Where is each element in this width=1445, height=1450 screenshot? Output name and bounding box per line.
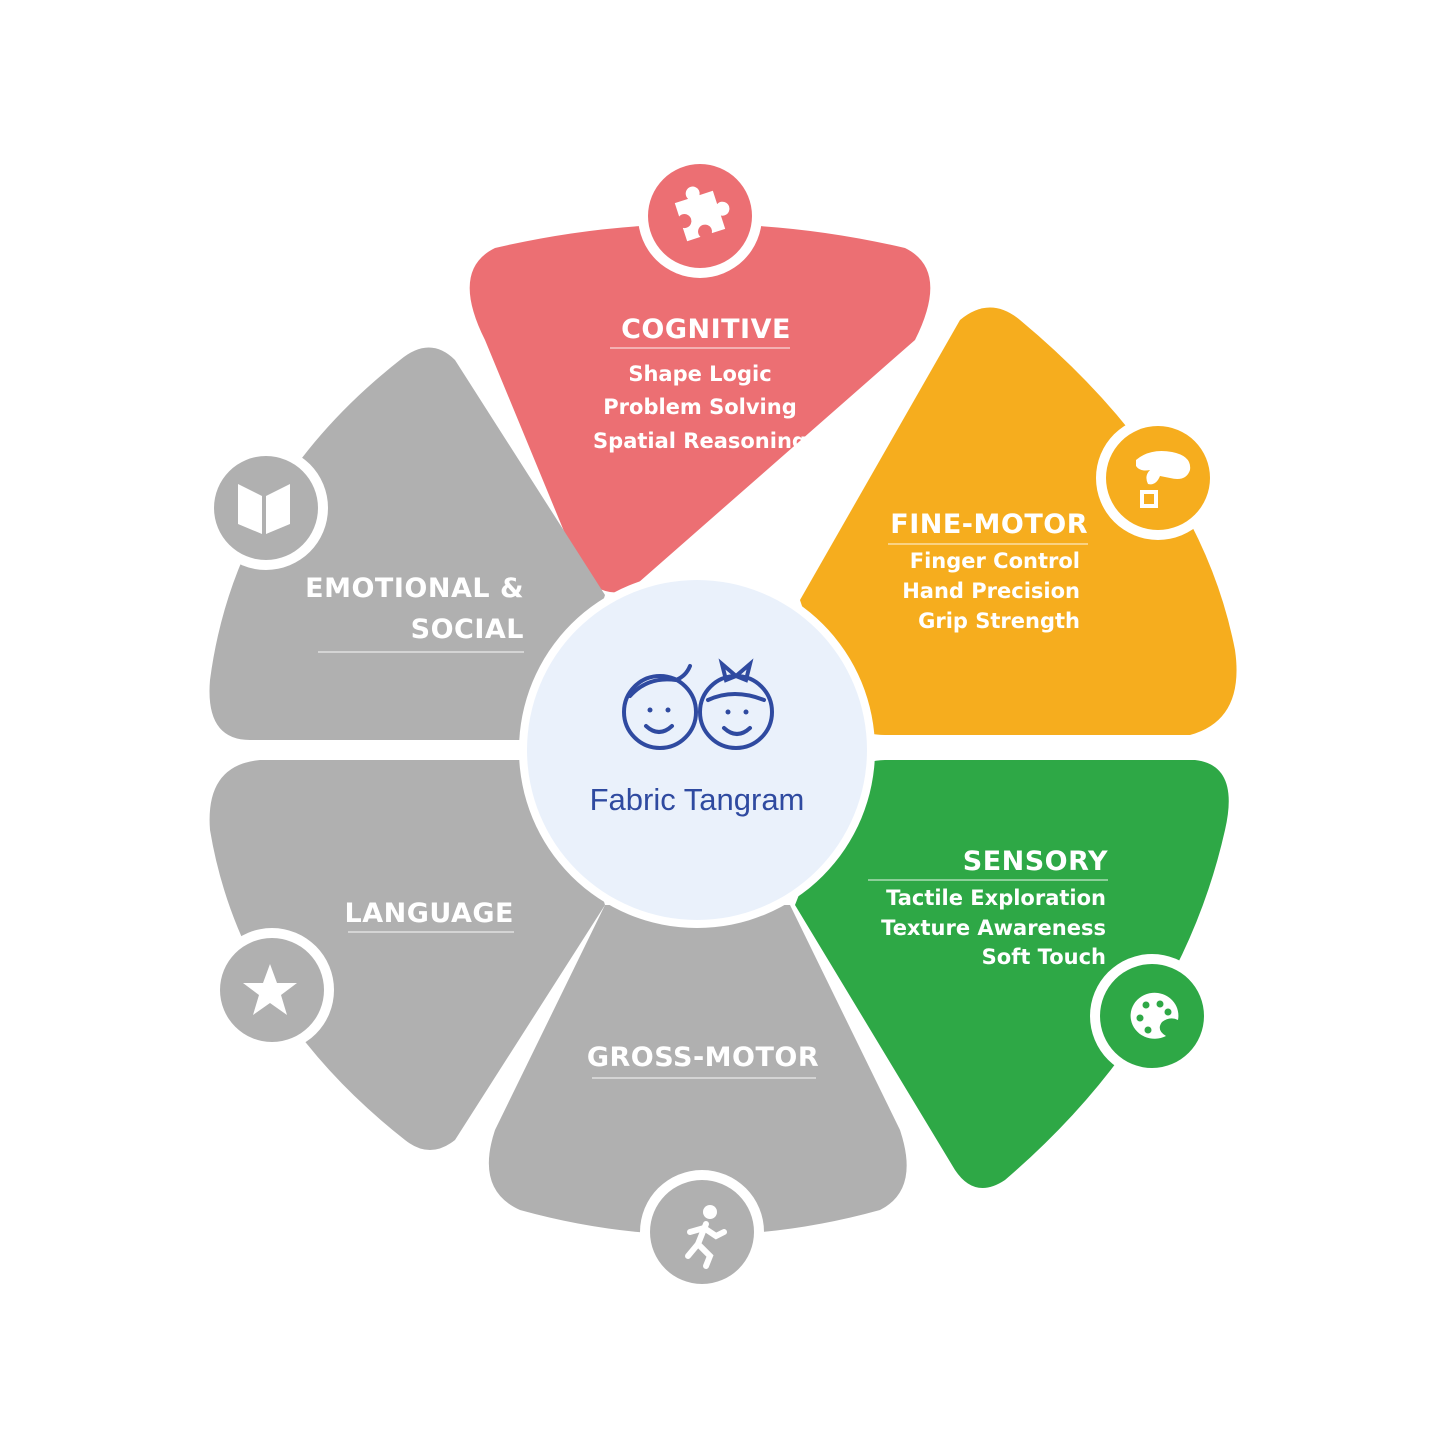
cognitive-title: COGNITIVE <box>621 314 791 345</box>
kids-faces-icon <box>622 658 774 750</box>
language-title: LANGUAGE <box>345 898 514 929</box>
segment-fine-motor[interactable]: FINE-MOTOR Finger Control Hand Precision… <box>800 307 1237 736</box>
gross-motor-title: GROSS-MOTOR <box>587 1042 819 1073</box>
puzzle-piece-icon <box>674 186 730 242</box>
sensory-item-3: Soft Touch <box>982 945 1106 969</box>
language-icon-badge[interactable] <box>210 928 334 1052</box>
segment-cognitive-shape <box>469 224 931 593</box>
hand-picking-block-icon <box>1136 451 1191 508</box>
gross-motor-icon-badge[interactable] <box>640 1170 764 1294</box>
sensory-title: SENSORY <box>963 846 1108 877</box>
segment-emotional-social[interactable]: EMOTIONAL & SOCIAL <box>204 347 605 741</box>
segment-gross-motor-shape <box>488 905 907 1235</box>
center-hub[interactable]: Fabric Tangram <box>519 572 875 928</box>
fine-motor-item-2: Hand Precision <box>902 579 1080 603</box>
cognitive-item-3: Spatial Reasoning <box>593 429 807 453</box>
segment-cognitive[interactable]: COGNITIVE Shape Logic Problem Solving Sp… <box>469 154 931 593</box>
cognitive-item-2: Problem Solving <box>603 395 796 419</box>
segment-language[interactable]: LANGUAGE <box>209 760 606 1150</box>
emotional-social-title-line2: SOCIAL <box>411 614 524 645</box>
open-book-icon <box>238 484 290 534</box>
segment-gross-motor[interactable]: GROSS-MOTOR <box>488 905 907 1294</box>
segment-sensory-shape <box>795 760 1229 1188</box>
emotional-social-title-line1: EMOTIONAL & <box>305 573 524 604</box>
fine-motor-title: FINE-MOTOR <box>890 509 1088 540</box>
fine-motor-item-3: Grip Strength <box>918 609 1080 633</box>
star-icon <box>243 964 297 1015</box>
sensory-item-2: Texture Awareness <box>881 916 1106 940</box>
cognitive-item-1: Shape Logic <box>628 362 771 386</box>
running-person-icon <box>685 1205 727 1269</box>
segment-fine-motor-shape <box>800 307 1237 735</box>
sensory-item-1: Tactile Exploration <box>886 886 1106 910</box>
center-label: Fabric Tangram <box>590 782 805 817</box>
fine-motor-icon-badge[interactable] <box>1096 416 1220 540</box>
emotional-social-icon-badge[interactable] <box>204 446 328 570</box>
segment-emotional-social-shape <box>209 347 605 740</box>
sensory-icon-badge[interactable] <box>1090 954 1214 1078</box>
fine-motor-item-1: Finger Control <box>910 549 1080 573</box>
paint-palette-icon <box>1130 992 1179 1039</box>
cognitive-icon-badge[interactable] <box>638 154 762 278</box>
segment-sensory[interactable]: SENSORY Tactile Exploration Texture Awar… <box>795 760 1229 1188</box>
segment-language-shape <box>209 760 606 1150</box>
